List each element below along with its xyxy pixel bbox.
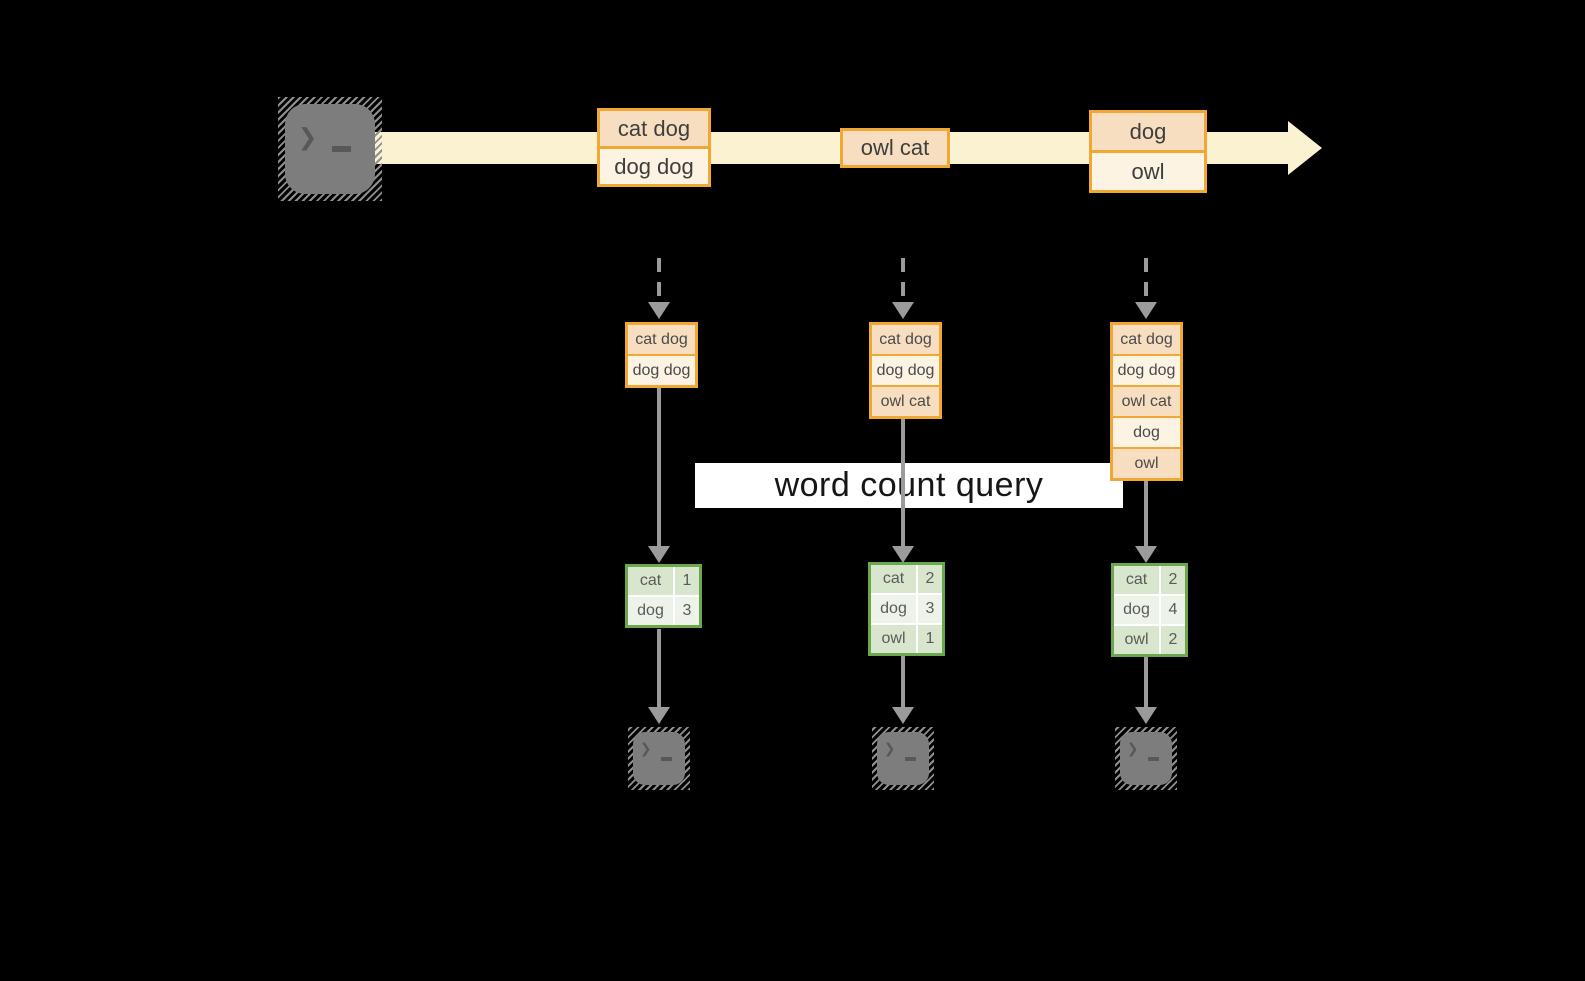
terminal-sink-icon: ❯	[1115, 727, 1177, 790]
terminal-body: ❯	[633, 732, 685, 785]
batch-item: cat dog	[1113, 325, 1180, 354]
arrowhead-icon	[892, 302, 914, 319]
batch-item: cat dog	[872, 325, 939, 354]
result-table: cat 1 dog 3	[625, 564, 702, 628]
flow-arrow	[901, 656, 905, 707]
terminal-body: ❯	[285, 104, 375, 194]
batch-item: dog	[1113, 418, 1180, 447]
result-word-cell: cat	[628, 567, 673, 595]
arrowhead-icon	[648, 302, 670, 319]
result-count-cell: 2	[1161, 566, 1185, 594]
result-count-cell: 1	[675, 567, 699, 595]
result-count-cell: 3	[918, 595, 942, 623]
ingest-arrow-dash	[901, 258, 905, 304]
batch-item: owl cat	[872, 387, 939, 416]
terminal-sink-icon: ❯	[628, 727, 690, 790]
result-count-cell: 3	[675, 597, 699, 625]
stream-event-label: dog	[1092, 113, 1204, 150]
result-word-cell: owl	[871, 625, 916, 653]
stream-event-box: dog owl	[1089, 110, 1207, 193]
result-word-cell: cat	[871, 565, 916, 593]
stream-arrowhead-icon	[1288, 121, 1322, 175]
batch-box: cat dog dog dog	[625, 322, 698, 388]
terminal-source-icon: ❯	[278, 97, 382, 201]
query-banner-label: word count query	[774, 466, 1044, 504]
batch-item: owl	[1113, 449, 1180, 478]
cursor-underscore-icon	[905, 757, 916, 761]
arrowhead-icon	[1135, 302, 1157, 319]
result-word-cell: dog	[628, 597, 673, 625]
arrowhead-icon	[648, 546, 670, 563]
arrowhead-icon	[1135, 546, 1157, 563]
arrowhead-icon	[1135, 707, 1157, 724]
batch-item: dog dog	[1113, 356, 1180, 385]
result-count-cell: 4	[1161, 596, 1185, 624]
stream-event-box: owl cat	[840, 128, 950, 168]
result-table: cat 2 dog 3 owl 1	[868, 562, 945, 656]
result-word-cell: dog	[871, 595, 916, 623]
terminal-body: ❯	[877, 732, 929, 785]
cursor-underscore-icon	[1148, 757, 1159, 761]
prompt-chevron-icon: ❯	[640, 738, 652, 760]
batch-box: cat dog dog dog owl cat dog owl	[1110, 322, 1183, 481]
result-count-cell: 2	[1161, 626, 1185, 654]
arrowhead-icon	[648, 707, 670, 724]
stream-event-label: owl	[1092, 153, 1204, 190]
query-banner: word count query	[695, 463, 1123, 508]
prompt-chevron-icon: ❯	[298, 118, 318, 156]
terminal-body: ❯	[1120, 732, 1172, 785]
flow-arrow	[1144, 481, 1148, 546]
stream-event-box: cat dog dog dog	[597, 108, 711, 187]
cursor-underscore-icon	[661, 757, 672, 761]
ingest-arrow-dash	[1144, 258, 1148, 304]
stream-event-label: owl cat	[843, 131, 947, 165]
flow-arrow	[1144, 657, 1148, 707]
batch-item: dog dog	[628, 356, 695, 385]
arrowhead-icon	[892, 707, 914, 724]
ingest-arrow-dash	[657, 258, 661, 304]
batch-item: owl cat	[1113, 387, 1180, 416]
stream-event-label: cat dog	[600, 111, 708, 146]
flow-arrow	[657, 629, 661, 707]
result-word-cell: cat	[1114, 566, 1159, 594]
result-word-cell: owl	[1114, 626, 1159, 654]
result-table: cat 2 dog 4 owl 2	[1111, 563, 1188, 657]
flow-arrow	[901, 419, 905, 546]
result-count-cell: 2	[918, 565, 942, 593]
terminal-sink-icon: ❯	[872, 727, 934, 790]
result-count-cell: 1	[918, 625, 942, 653]
batch-item: dog dog	[872, 356, 939, 385]
cursor-underscore-icon	[332, 146, 351, 152]
arrowhead-icon	[892, 546, 914, 563]
prompt-chevron-icon: ❯	[884, 738, 896, 760]
batch-box: cat dog dog dog owl cat	[869, 322, 942, 419]
stream-event-label: dog dog	[600, 149, 708, 184]
result-word-cell: dog	[1114, 596, 1159, 624]
flow-arrow	[657, 388, 661, 546]
prompt-chevron-icon: ❯	[1127, 738, 1139, 760]
batch-item: cat dog	[628, 325, 695, 354]
